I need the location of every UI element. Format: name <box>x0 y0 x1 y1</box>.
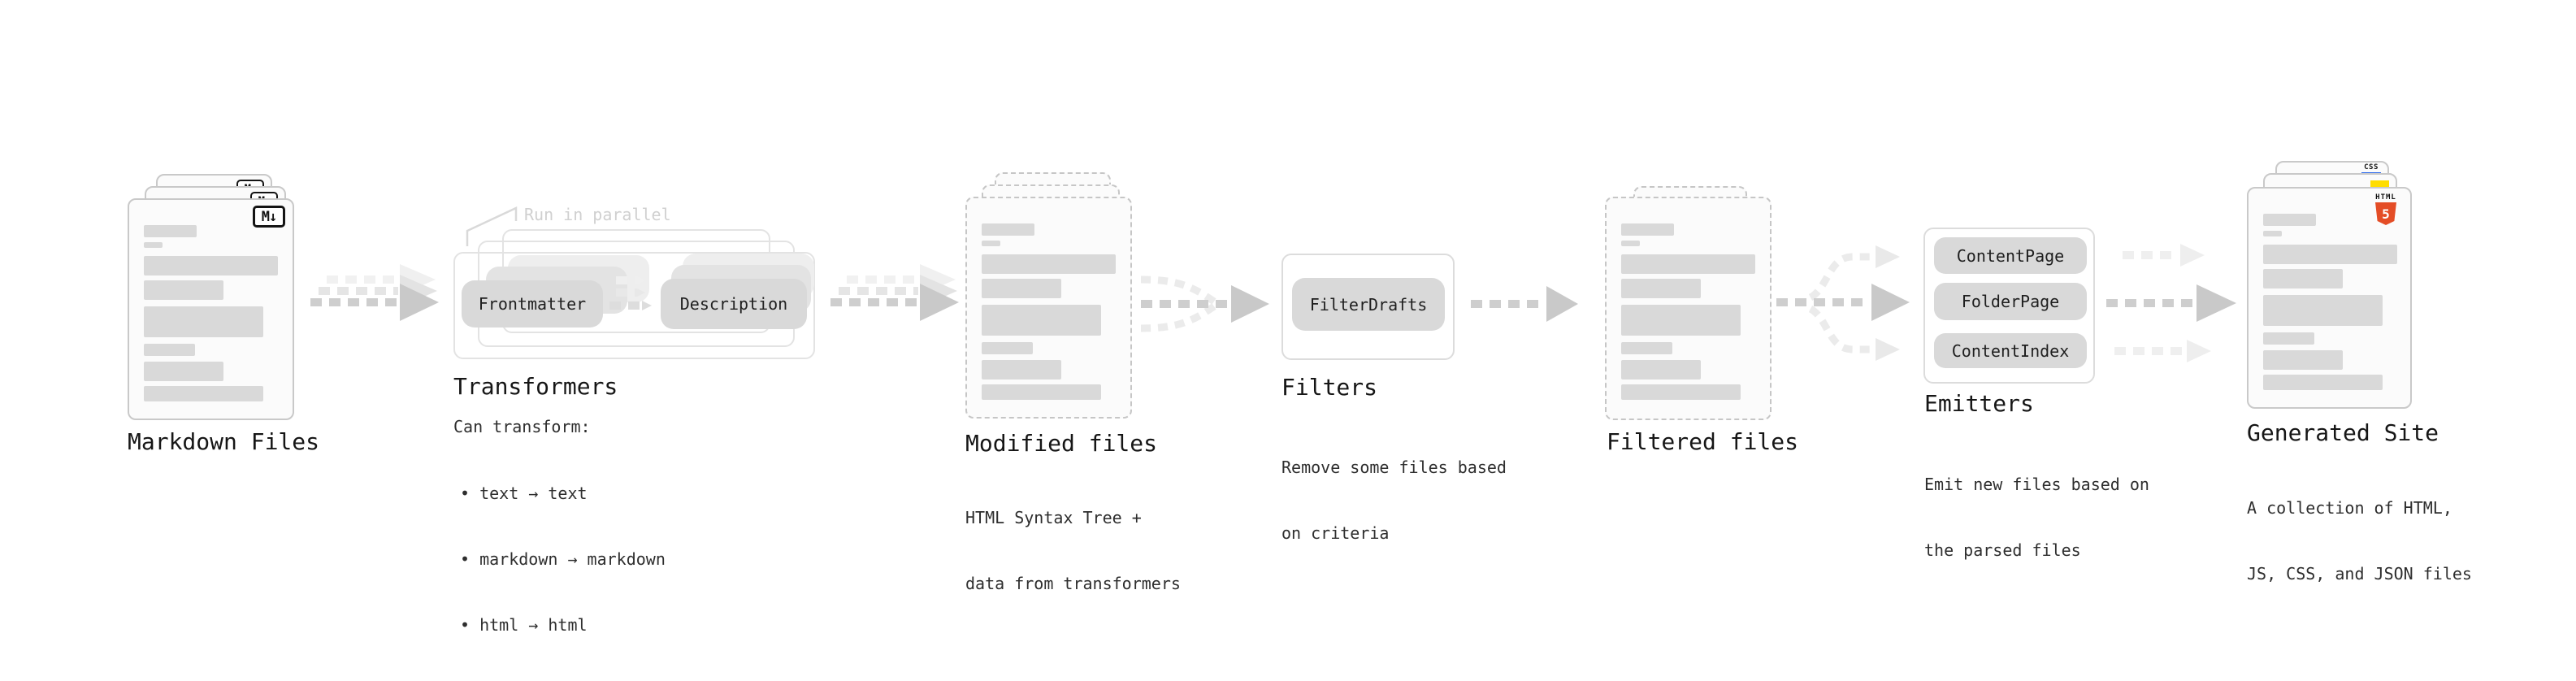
skeleton-bar <box>1621 360 1701 380</box>
arrow-transformers-to-modified <box>830 264 959 321</box>
filters-box <box>1281 254 1455 360</box>
generated-site-description: A collection of HTML, JS, CSS, and JSON … <box>2247 453 2472 629</box>
modified-file-card <box>965 197 1132 419</box>
skeleton-bar <box>982 223 1034 236</box>
skeleton-bar <box>982 254 1116 274</box>
skeleton-bar <box>982 342 1033 354</box>
skeleton-bar <box>2263 375 2383 390</box>
skeleton-bar <box>982 384 1101 400</box>
html5-icon: HTML 5 <box>2372 193 2400 225</box>
skeleton-bar <box>2263 269 2343 288</box>
skeleton-bar <box>1621 241 1640 246</box>
skeleton-bar <box>2263 245 2397 264</box>
html5-icon-label: HTML <box>2375 193 2396 202</box>
arrow-markdown-to-transformers <box>310 264 439 321</box>
bullet-item: • html → html <box>460 615 588 635</box>
skeleton-bar <box>144 280 223 300</box>
skeleton-bar <box>144 344 195 356</box>
skeleton-bar <box>982 305 1101 336</box>
frontmatter-pill: Frontmatter <box>462 280 603 327</box>
description-pill: Description <box>661 279 807 329</box>
skeleton-bar <box>982 279 1061 298</box>
skeleton-bar <box>144 242 163 248</box>
document-skeleton <box>2263 214 2397 390</box>
skeleton-bar <box>1621 342 1672 354</box>
filters-description: Remove some files based on criteria <box>1281 413 1507 588</box>
skeleton-bar <box>144 386 263 401</box>
transformers-bullet-list: • text → text • markdown → markdown • ht… <box>460 439 666 680</box>
contentpage-pill: ContentPage <box>1934 237 2087 274</box>
description-line: Emit new files based on <box>1924 475 2149 494</box>
bullet-item: • markdown → markdown <box>460 549 666 569</box>
description-line: HTML Syntax Tree + <box>965 508 1142 527</box>
document-skeleton <box>982 223 1116 400</box>
emitters-description: Emit new files based on the parsed files <box>1924 430 2149 605</box>
description-line: data from transformers <box>965 574 1181 593</box>
skeleton-bar <box>1621 305 1741 336</box>
skeleton-bar <box>144 306 263 337</box>
skeleton-bar <box>144 225 197 237</box>
document-skeleton <box>1621 223 1755 400</box>
skeleton-bar <box>1621 254 1755 274</box>
description-line: Remove some files based <box>1281 458 1507 477</box>
markdown-files-label: Markdown Files <box>128 428 320 455</box>
skeleton-bar <box>2263 214 2316 226</box>
arrow-emitters-to-generated <box>2106 244 2236 362</box>
filters-title: Filters <box>1281 374 1378 401</box>
folderpage-pill: FolderPage <box>1934 283 2087 320</box>
description-line: the parsed files <box>1924 540 2081 560</box>
html5-shield: 5 <box>2375 202 2396 225</box>
skeleton-bar <box>1621 279 1701 298</box>
transformer-box <box>453 252 815 359</box>
transformers-title: Transformers <box>453 373 618 400</box>
transformers-subtitle: Can transform: <box>453 417 591 436</box>
generated-site-card: HTML 5 <box>2247 187 2412 409</box>
description-line: A collection of HTML, <box>2247 498 2452 518</box>
description-line: on criteria <box>1281 523 1390 543</box>
bullet-item: • text → text <box>460 484 588 503</box>
skeleton-bar <box>2263 350 2343 370</box>
markdown-icon: M↓ <box>253 206 285 228</box>
document-skeleton <box>144 225 278 401</box>
arrow-filtered-to-emitters <box>1776 245 1910 361</box>
css-badge-label: CSS <box>2364 163 2379 171</box>
skeleton-bar <box>982 360 1061 380</box>
javascript-badge <box>2370 180 2389 189</box>
markdown-file-card: M↓ <box>128 198 294 420</box>
skeleton-bar <box>2263 332 2314 345</box>
filtered-files-title: Filtered files <box>1607 428 1799 455</box>
skeleton-bar <box>144 256 278 275</box>
filterdrafts-pill: FilterDrafts <box>1292 278 1445 331</box>
skeleton-bar <box>1621 223 1674 236</box>
arrow-filters-to-filtered <box>1471 286 1578 322</box>
emitters-box <box>1923 228 2095 384</box>
modified-files-title: Modified files <box>965 430 1158 457</box>
contentindex-pill: ContentIndex <box>1934 333 2087 368</box>
run-in-parallel-annotation: Run in parallel <box>524 205 671 224</box>
modified-files-description: HTML Syntax Tree + data from transformer… <box>965 463 1181 639</box>
skeleton-bar <box>982 241 1000 246</box>
skeleton-bar <box>2263 295 2383 326</box>
arrow-modified-to-filters <box>1140 275 1269 332</box>
skeleton-bar <box>2263 231 2282 236</box>
generated-site-title: Generated Site <box>2247 419 2439 446</box>
description-line: JS, CSS, and JSON files <box>2247 564 2472 583</box>
skeleton-bar <box>1621 384 1741 400</box>
filtered-file-card <box>1605 197 1772 420</box>
emitters-title: Emitters <box>1924 390 2034 417</box>
skeleton-bar <box>144 362 223 381</box>
